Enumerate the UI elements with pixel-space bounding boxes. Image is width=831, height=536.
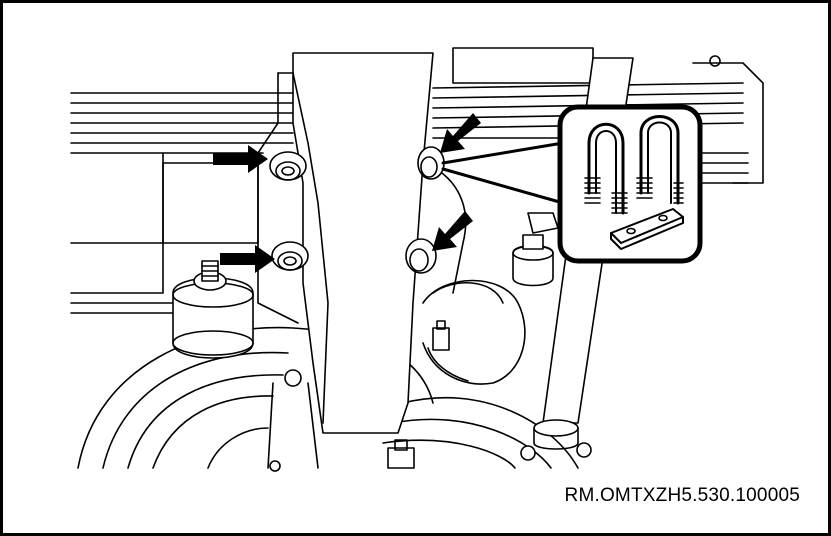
shock-mount-right: [512, 212, 559, 287]
leaf-spring-left: [70, 92, 294, 154]
u-bolt-nut-upper-right: [417, 146, 445, 180]
u-bolt-1: [587, 122, 625, 215]
arrow-upper-left: [213, 145, 268, 173]
shock-mount-left: [172, 260, 254, 359]
u-bolt-2: [639, 115, 680, 205]
arrow-upper-right: [440, 113, 481, 153]
u-bolt-nut-lower-right: [405, 238, 437, 274]
brake-drum: [77, 326, 579, 469]
callout-leader: [441, 141, 565, 205]
u-bolt-nut-upper-left: [269, 151, 307, 181]
suspension-illustration: [70, 47, 764, 472]
arrow-lower-right: [432, 211, 473, 251]
hose-clamp-assembly: [422, 279, 526, 385]
arrow-lower-left: [220, 245, 275, 273]
lower-stud-nut: [267, 369, 415, 472]
u-bolt-inset: [557, 104, 703, 264]
reference-code: RM.OMTXZH5.530.100005: [564, 485, 800, 506]
leaf-spring-right: [432, 47, 764, 184]
u-bolt-nut-lower-left: [271, 241, 309, 271]
